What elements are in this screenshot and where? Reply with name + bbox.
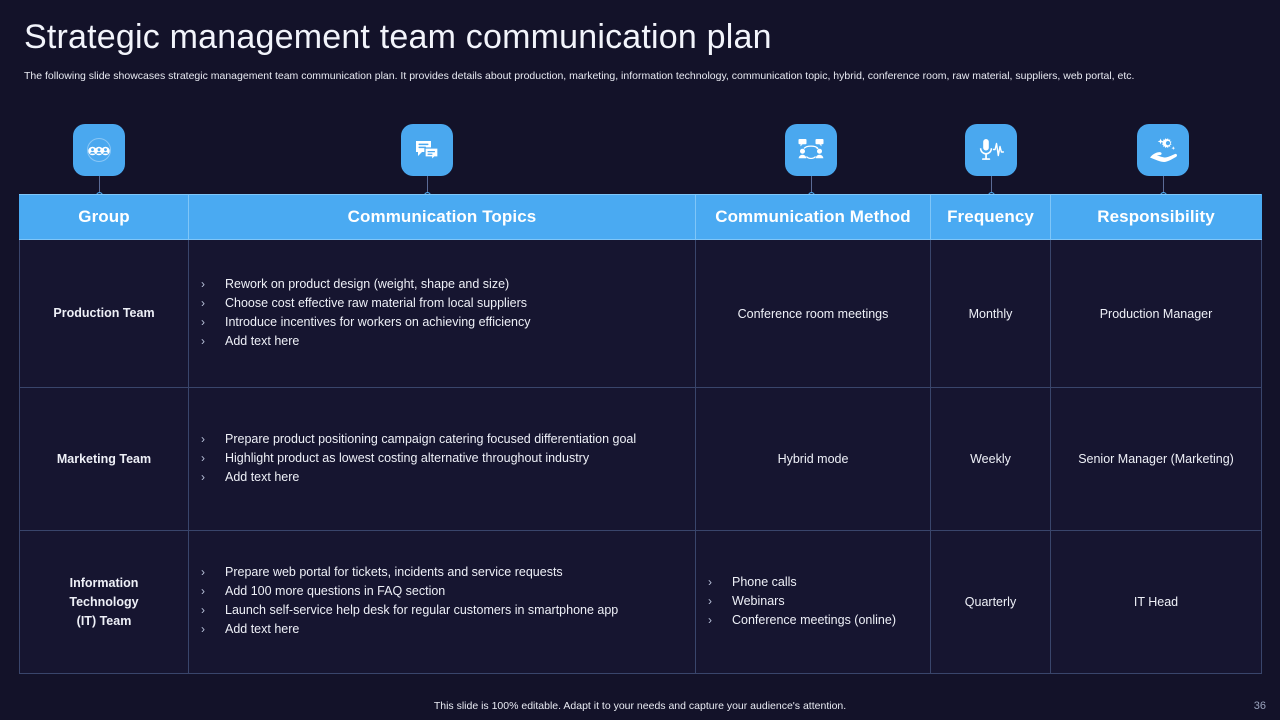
- icon-node-frequency: [965, 124, 1017, 199]
- cell-frequency: Monthly: [930, 239, 1051, 388]
- communication-network-icon: [785, 124, 837, 176]
- cell-responsibility: Production Manager: [1050, 239, 1262, 388]
- chevron-right-icon: ›: [708, 574, 712, 589]
- list-item: ›Add text here: [201, 469, 300, 484]
- group-people-icon: [73, 124, 125, 176]
- cell-method: Conference room meetings: [695, 239, 931, 388]
- list-item: ›Conference meetings (online): [708, 612, 896, 627]
- chevron-right-icon: ›: [201, 565, 205, 579]
- topics-list: ›Prepare product positioning campaign ca…: [189, 425, 695, 494]
- cell-topics: ›Prepare web portal for tickets, inciden…: [188, 530, 696, 674]
- cell-frequency: Quarterly: [930, 530, 1051, 674]
- list-item: ›Introduce incentives for workers on ach…: [201, 314, 531, 329]
- page-title: Strategic management team communication …: [24, 18, 772, 56]
- icon-node-method: [785, 124, 837, 199]
- cell-responsibility: IT Head: [1050, 530, 1262, 674]
- microphone-waveform-icon: [965, 124, 1017, 176]
- column-header-group: Group: [19, 194, 189, 240]
- table-header-row: Group Communication Topics Communication…: [19, 194, 1262, 240]
- cell-topics: ›Rework on product design (weight, shape…: [188, 239, 696, 388]
- page-number: 36: [1253, 700, 1266, 712]
- cell-group: Marketing Team: [19, 387, 189, 531]
- method-list: ›Phone calls ›Webinars ›Conference meeting…: [696, 568, 930, 637]
- list-item: ›Launch self-service help desk for regul…: [201, 603, 619, 617]
- list-item: ›Webinars: [708, 593, 785, 608]
- chevron-right-icon: ›: [201, 469, 205, 484]
- cell-topics: ›Prepare product positioning campaign ca…: [188, 387, 696, 531]
- topics-list: ›Prepare web portal for tickets, inciden…: [189, 558, 695, 646]
- icon-connector-line: [990, 176, 992, 196]
- icon-connector-line: [1162, 176, 1164, 196]
- list-item: ›Add text here: [201, 333, 300, 348]
- table-row: Marketing Team ›Prepare product position…: [19, 387, 1262, 531]
- footer-note: This slide is 100% editable. Adapt it to…: [433, 700, 847, 712]
- list-item: ›Phone calls: [708, 574, 797, 589]
- list-item: ›Prepare product positioning campaign ca…: [201, 431, 637, 446]
- column-header-responsibility: Responsibility: [1050, 194, 1262, 240]
- chevron-right-icon: ›: [201, 431, 205, 446]
- cell-group: Production Team: [19, 239, 189, 388]
- column-header-topics: Communication Topics: [188, 194, 696, 240]
- chevron-right-icon: ›: [708, 593, 712, 608]
- chevron-right-icon: ›: [201, 622, 205, 636]
- list-item: ›Choose cost effective raw material from…: [201, 295, 527, 310]
- chevron-right-icon: ›: [201, 584, 205, 598]
- cell-method: Hybrid mode: [695, 387, 931, 531]
- chevron-right-icon: ›: [201, 603, 205, 617]
- cell-frequency: Weekly: [930, 387, 1051, 531]
- column-header-frequency: Frequency: [930, 194, 1051, 240]
- list-item: ›Add text here: [201, 622, 300, 636]
- list-item: ›Highlight product as lowest costing alt…: [201, 450, 590, 465]
- topics-list: ›Rework on product design (weight, shape…: [189, 270, 695, 358]
- icon-connector-line: [98, 176, 100, 196]
- icon-node-responsibility: [1137, 124, 1189, 199]
- chevron-right-icon: ›: [201, 276, 205, 291]
- list-item: ›Add 100 more questions in FAQ section: [201, 584, 446, 598]
- icon-node-topics: [401, 124, 453, 199]
- chevron-right-icon: ›: [201, 333, 205, 348]
- communication-plan-table: Group Communication Topics Communication…: [19, 194, 1262, 674]
- cell-responsibility: Senior Manager (Marketing): [1050, 387, 1262, 531]
- column-header-method: Communication Method: [695, 194, 931, 240]
- table-row: Production Team ›Rework on product desig…: [19, 239, 1262, 388]
- icon-node-group: [73, 124, 125, 199]
- chat-bubbles-icon: [401, 124, 453, 176]
- icon-strip: [0, 124, 1280, 199]
- chevron-right-icon: ›: [708, 612, 712, 627]
- chevron-right-icon: ›: [201, 295, 205, 310]
- cell-method: ›Phone calls ›Webinars ›Conference meeting…: [695, 530, 931, 674]
- list-item: ›Rework on product design (weight, shape…: [201, 276, 510, 291]
- icon-connector-line: [810, 176, 812, 196]
- page-subtitle: The following slide showcases strategic …: [24, 70, 1135, 82]
- chevron-right-icon: ›: [201, 314, 205, 329]
- icon-connector-line: [426, 176, 428, 196]
- hand-gear-icon: [1137, 124, 1189, 176]
- chevron-right-icon: ›: [201, 450, 205, 465]
- list-item: ›Prepare web portal for tickets, inciden…: [201, 565, 563, 579]
